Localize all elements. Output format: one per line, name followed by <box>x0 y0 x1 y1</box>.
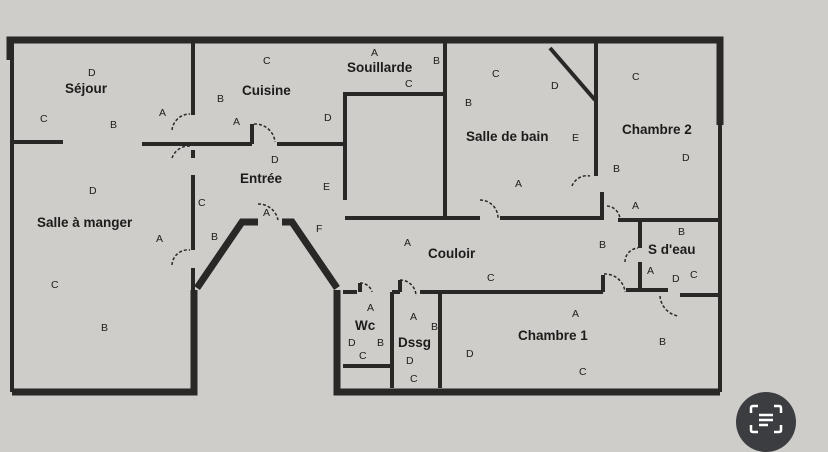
wall-letter: B <box>678 226 685 238</box>
room-label-dssg: Dssg <box>398 335 431 350</box>
text-scan-button[interactable] <box>736 392 796 452</box>
room-label-cuisine: Cuisine <box>242 83 291 98</box>
room-label-chambre-1: Chambre 1 <box>518 328 588 343</box>
wall-letter: B <box>659 336 666 348</box>
room-label-chambre-2: Chambre 2 <box>622 122 692 137</box>
wall-letter: B <box>211 231 218 243</box>
wall-letter: B <box>433 55 440 67</box>
wall-letter: D <box>682 152 690 164</box>
wall-letter: D <box>551 80 559 92</box>
wall-letter: B <box>377 337 384 349</box>
wall-letter: A <box>404 237 411 249</box>
wall-letter: C <box>487 272 495 284</box>
wall-letter: C <box>492 68 500 80</box>
wall-letter: A <box>410 311 417 323</box>
wall-letter: D <box>89 185 97 197</box>
doors <box>171 113 679 317</box>
wall-letter: C <box>405 78 413 90</box>
room-label-wc: Wc <box>355 318 376 333</box>
wall-letter: D <box>88 67 96 79</box>
wall-letter: D <box>271 154 279 166</box>
wall-letter: B <box>613 163 620 175</box>
room-label-s-deau: S d'eau <box>648 242 695 257</box>
wall-letter: A <box>156 233 163 245</box>
walls <box>6 36 724 396</box>
wall-letter: C <box>632 71 640 83</box>
wall-letter: C <box>40 113 48 125</box>
wall-letter: B <box>431 321 438 333</box>
wall-letter: C <box>263 55 271 67</box>
room-label-couloir: Couloir <box>428 246 476 261</box>
wall-letter: A <box>159 107 166 119</box>
wall-letter: A <box>515 178 522 190</box>
wall-letter: A <box>263 207 270 219</box>
room-label-sejour: Séjour <box>65 81 108 96</box>
wall-letter: A <box>371 47 378 59</box>
wall-letter: A <box>233 116 240 128</box>
wall-letter: C <box>359 350 367 362</box>
wall-letter: D <box>324 112 332 124</box>
room-label-entree: Entrée <box>240 171 283 186</box>
room-label-salle-de-bain: Salle de bain <box>466 129 549 144</box>
wall-letter: A <box>647 265 654 277</box>
wall-letter: A <box>632 200 639 212</box>
wall-letter: F <box>316 223 322 235</box>
wall-letter: C <box>51 279 59 291</box>
wall-letter: B <box>101 322 108 334</box>
wall-letter: D <box>672 273 680 285</box>
wall-letter: C <box>690 269 698 281</box>
wall-letter: B <box>599 239 606 251</box>
wall-letter: C <box>579 366 587 378</box>
text-scan-icon <box>749 404 783 434</box>
wall-letter: C <box>410 373 418 385</box>
wall-letter: D <box>466 348 474 360</box>
wall-letter: A <box>367 302 374 314</box>
wall-letter: B <box>217 93 224 105</box>
wall-letter: A <box>572 308 579 320</box>
wall-letter: C <box>198 197 206 209</box>
wall-letter: D <box>406 355 414 367</box>
wall-letter: B <box>465 97 472 109</box>
room-label-salle-a-manger: Salle à manger <box>37 215 133 230</box>
wall-letter: E <box>572 132 579 144</box>
floor-plan: Séjour D C B A Cuisine C B A D Souillard… <box>6 36 724 396</box>
wall-letter: B <box>110 119 117 131</box>
wall-letter: D <box>348 337 356 349</box>
room-label-souillarde: Souillarde <box>347 60 413 75</box>
wall-letter: E <box>323 181 330 193</box>
